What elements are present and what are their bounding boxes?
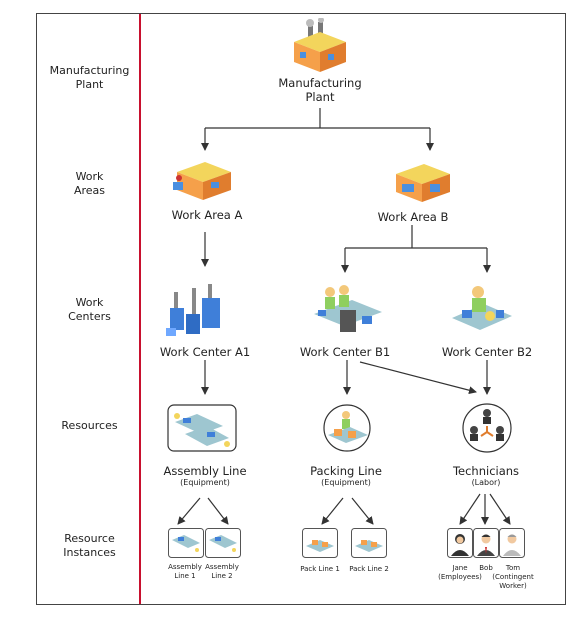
level-label-line: Manufacturing xyxy=(49,64,130,77)
connector-assembly-to-line1 xyxy=(177,497,201,525)
level-label-line: Resources xyxy=(61,419,118,432)
connector-packing-to-pack2 xyxy=(351,497,374,525)
plant-label-line: Manufacturing xyxy=(278,76,362,90)
level-divider xyxy=(139,14,141,604)
diagram-frame xyxy=(36,13,566,605)
assembly-line-1-icon xyxy=(168,528,204,558)
instance-label-line: Assembly xyxy=(205,563,239,571)
work-center-b1-label: Work Center B1 xyxy=(299,345,391,359)
pack-line-1-label: Pack Line 1 xyxy=(300,565,340,573)
work-center-b2-worker-icon xyxy=(452,286,512,330)
instance-label-line: Jane xyxy=(452,564,468,572)
work-area-a-label: Work Area A xyxy=(171,208,243,222)
work-area-b-building-icon xyxy=(396,164,450,202)
bob-label: Bob xyxy=(479,564,493,572)
work-center-a1-machinery-icon xyxy=(166,284,220,336)
work-area-a-building-icon xyxy=(173,162,231,200)
level-label-line: Areas xyxy=(73,184,106,197)
assembly-line-kind: (Equipment) xyxy=(180,478,230,487)
instance-label-line: Tom xyxy=(505,564,521,572)
level-label-work-areas: Work Areas xyxy=(42,170,137,198)
packing-line-kind: (Equipment) xyxy=(321,478,371,487)
work-center-b1-workers-icon xyxy=(314,285,382,332)
connector-tech-to-jane xyxy=(459,493,481,525)
plant-label: Manufacturing Plant xyxy=(278,76,361,104)
work-center-a1-label: Work Center A1 xyxy=(159,345,251,359)
level-label-line: Centers xyxy=(68,310,111,323)
connector-tech-to-tom xyxy=(489,493,511,525)
connector-plant-split xyxy=(205,108,430,129)
plant-label-line: Plant xyxy=(305,90,335,104)
connector-b1-to-technicians xyxy=(359,361,477,395)
instance-label-line: (Employees) xyxy=(438,573,482,581)
instance-label-line: (Contingent xyxy=(492,573,534,581)
work-center-b2-label: Work Center B2 xyxy=(441,345,533,359)
assembly-line-label: Assembly Line xyxy=(163,464,247,478)
pack-line-2-label: Pack Line 2 xyxy=(349,565,389,573)
assembly-line-1-label: Assembly Line 1 xyxy=(168,563,202,581)
instance-label-line: Line 1 xyxy=(174,572,196,580)
connector-area-b-split xyxy=(345,225,487,249)
level-label-line: Work xyxy=(75,296,104,309)
tom-label: Tom (Contingent Worker) xyxy=(492,564,533,591)
packing-line-label: Packing Line xyxy=(310,464,382,478)
technicians-labor-icon xyxy=(462,403,512,453)
level-label-line: Instances xyxy=(63,546,116,559)
assembly-line-equipment-icon xyxy=(167,404,237,452)
level-label-plant: Manufacturing Plant xyxy=(42,64,137,92)
pack-line-1-icon xyxy=(302,528,338,558)
technicians-label: Technicians xyxy=(452,464,520,478)
instance-label-line: Assembly xyxy=(168,563,202,571)
instance-label-line: Worker) xyxy=(499,582,527,590)
work-area-b-label: Work Area B xyxy=(377,210,449,224)
pack-line-2-icon xyxy=(351,528,387,558)
factory-icon xyxy=(294,18,346,72)
jane-label: Jane (Employees) xyxy=(438,564,482,582)
level-label-work-centers: Work Centers xyxy=(42,296,137,324)
level-label-resources: Resources xyxy=(42,419,137,433)
assembly-line-2-label: Assembly Line 2 xyxy=(205,563,239,581)
level-label-instances: Resource Instances xyxy=(42,532,137,560)
packing-line-equipment-icon xyxy=(323,404,371,452)
assembly-line-2-icon xyxy=(205,528,241,558)
instance-label-line: Line 2 xyxy=(211,572,233,580)
connector-assembly-to-line2 xyxy=(207,497,229,525)
technicians-kind: (Labor) xyxy=(471,478,501,487)
bob-avatar-icon xyxy=(473,528,499,558)
jane-avatar-icon xyxy=(447,528,473,558)
level-label-line: Resource xyxy=(64,532,115,545)
tom-avatar-icon xyxy=(499,528,525,558)
connector-packing-to-pack1 xyxy=(321,497,344,525)
level-label-line: Work xyxy=(75,170,104,183)
level-label-line: Plant xyxy=(75,78,104,91)
